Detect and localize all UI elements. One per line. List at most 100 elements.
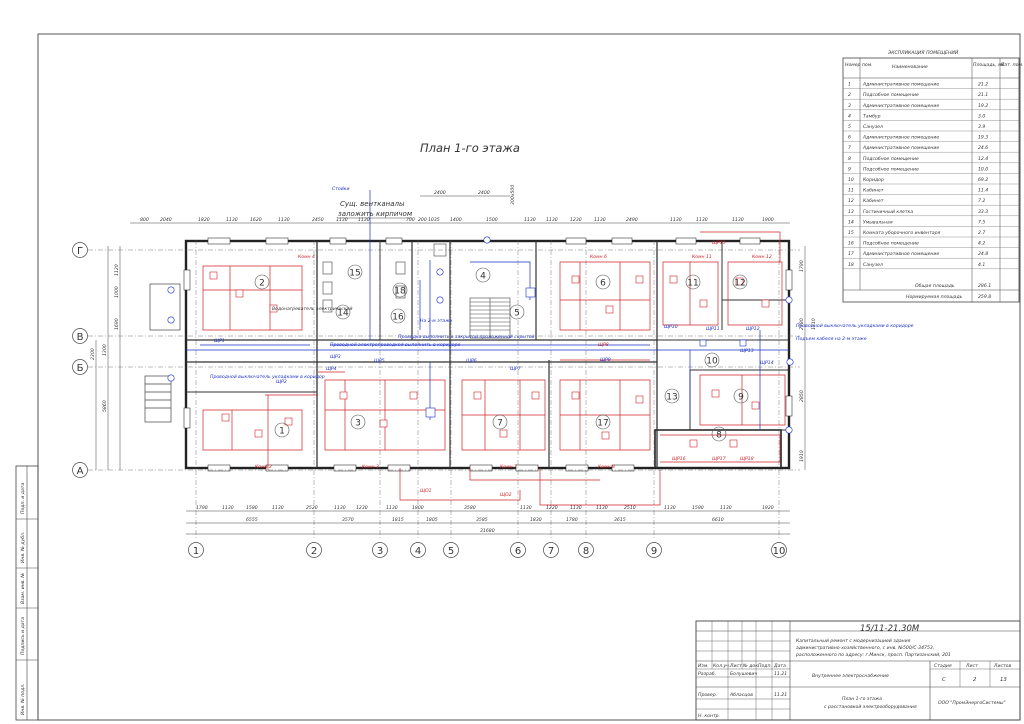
norm-label: Нормируемая площадь bbox=[906, 294, 963, 300]
room-number: 9 bbox=[738, 393, 744, 403]
dim: 2850 bbox=[799, 390, 805, 402]
axis-row-a: А bbox=[77, 466, 84, 477]
side-stamp-5: Подп. и дата bbox=[20, 483, 26, 514]
axis-col-5: 5 bbox=[448, 546, 454, 557]
room-label: Комн 4 bbox=[298, 254, 315, 260]
row-number: 1 bbox=[848, 82, 851, 88]
dim: 1805 bbox=[426, 517, 438, 523]
row-number: 4 bbox=[848, 113, 851, 119]
doc-code: 15/11-21.30М bbox=[860, 624, 920, 634]
norm-value: 259.8 bbox=[978, 294, 991, 300]
row-name: Административное помещение bbox=[862, 145, 939, 151]
axis-col-3: 3 bbox=[377, 546, 383, 557]
room-number: 6 bbox=[600, 279, 606, 289]
riser-label: Стойки bbox=[332, 186, 349, 192]
dim: 1900 bbox=[762, 217, 774, 223]
row-area: 3.0 bbox=[978, 113, 985, 119]
axis-col-7: 7 bbox=[548, 546, 554, 557]
room-number: 5 bbox=[514, 309, 520, 319]
row-name: Гостиничный клетка bbox=[863, 209, 913, 215]
row-area: 24.8 bbox=[978, 251, 988, 257]
row-number: 11 bbox=[848, 188, 854, 194]
dim: 2300 bbox=[90, 348, 96, 360]
row-number: 13 bbox=[848, 209, 854, 215]
dim: 31680 bbox=[480, 528, 495, 534]
power-wiring bbox=[202, 231, 786, 506]
room-label: Комн 2 bbox=[255, 464, 272, 470]
hdr-kol: Кол.уч. bbox=[713, 663, 730, 669]
row-area: 24.6 bbox=[978, 145, 988, 151]
row-name: Подсобное помещение bbox=[863, 156, 919, 162]
wiring-note-2: Проводной электропроводкой выполнить в к… bbox=[330, 342, 461, 348]
room-number: 10 bbox=[706, 357, 718, 367]
hdr-doc: № док. bbox=[742, 663, 759, 669]
panel-tag: ЩР6 bbox=[466, 358, 477, 364]
room-label: Комн 7 bbox=[500, 464, 517, 470]
panel-tag: ЩР18 bbox=[740, 456, 754, 462]
panel-tag: ЩР4 bbox=[326, 366, 337, 372]
dim: 1500 bbox=[486, 217, 498, 223]
panel-tag: ЩР1 bbox=[214, 338, 225, 344]
role-check: Провер. bbox=[698, 692, 717, 698]
row-area: 19.3 bbox=[978, 135, 988, 141]
sheets-label: Листов bbox=[993, 663, 1011, 669]
dim: 1130 bbox=[520, 505, 532, 511]
row-area: 33.3 bbox=[978, 209, 988, 215]
room-number: 11 bbox=[687, 279, 698, 289]
panel-tag: ЩР3 bbox=[330, 354, 341, 360]
dim: 1780 bbox=[566, 517, 578, 523]
stage-value: С bbox=[942, 677, 946, 683]
vent-note-2: заложить кирпичом bbox=[338, 210, 413, 218]
dim: 1815 bbox=[392, 517, 404, 523]
dim: 1130 bbox=[334, 505, 346, 511]
room-label: Комн 3 bbox=[362, 464, 379, 470]
row-number: 6 bbox=[848, 135, 851, 141]
role-norm: Н. контр. bbox=[698, 713, 720, 719]
corridor-note-1: Проводной выключатель укладками в коридо… bbox=[210, 374, 325, 380]
sheets-value: 13 bbox=[1000, 677, 1007, 683]
axis-col-10: 10 bbox=[773, 546, 786, 557]
row-name: Умывальная bbox=[863, 219, 893, 225]
row-name: Комната уборочного инвентаря bbox=[863, 230, 941, 236]
wiring-note-1: Проводка выполнить в закрытой проложенно… bbox=[398, 334, 535, 340]
room-label: Комн 12 bbox=[752, 254, 772, 260]
side-stamp-3: Взам. инв. № bbox=[20, 573, 26, 604]
row-number: 3 bbox=[848, 103, 851, 109]
room-number: 14 bbox=[337, 309, 349, 319]
dim: 1130 bbox=[336, 217, 348, 223]
col-header-number: Номер пом. bbox=[845, 62, 873, 68]
lighting-wiring bbox=[186, 190, 789, 430]
row-area: 12.4 bbox=[978, 156, 988, 162]
doc-description-2: административно-хозяйственного, с инв. №… bbox=[796, 645, 934, 651]
dims-side: 1120 1000 1690 1300 2300 5860 1790 2780 … bbox=[90, 260, 817, 462]
dims-bottom-rows: 1790 1130 1580 1130 2520 1130 1230 1130 … bbox=[196, 505, 774, 534]
room-number: 18 bbox=[394, 287, 406, 297]
role-dev-name: Болушевич bbox=[730, 671, 757, 677]
panel-tag: ЩР17 bbox=[712, 456, 726, 462]
row-number: 18 bbox=[848, 262, 854, 268]
corridor-note-2: Проводной выключатель укладками в коридо… bbox=[796, 323, 914, 329]
room-numbers: 2 1 3 15 14 16 4 5 7 6 17 11 12 13 10 9 … bbox=[254, 264, 749, 442]
row-name: Кабинет bbox=[863, 188, 884, 194]
dim: 5860 bbox=[102, 400, 108, 412]
room-number: 8 bbox=[716, 431, 722, 441]
dim: 1130 bbox=[358, 217, 370, 223]
row-name: Административное помещение bbox=[862, 103, 939, 109]
hdr-izm: Изм. bbox=[698, 663, 709, 669]
row-number: 9 bbox=[848, 166, 851, 172]
dimension-lines bbox=[95, 195, 806, 535]
tap-note: На 2-м этаже bbox=[420, 318, 452, 324]
dim: 3570 bbox=[342, 517, 354, 523]
room-number: 12 bbox=[734, 279, 745, 289]
role-dev: Разраб. bbox=[698, 671, 716, 677]
dim: 1910 bbox=[799, 450, 805, 462]
dim: 1130 bbox=[696, 217, 708, 223]
dim: 1130 bbox=[596, 505, 608, 511]
sheet-title-1: План 1-го этажа bbox=[842, 696, 882, 702]
axis-row-b: Б bbox=[77, 363, 84, 374]
row-name: Административное помещение bbox=[862, 135, 939, 141]
dim: 1690 bbox=[114, 318, 120, 330]
explication-title: ЭКСПЛИКАЦИЯ ПОМЕЩЕНИЙ bbox=[887, 49, 959, 56]
dim: 1920 bbox=[762, 505, 774, 511]
dim: 1300 bbox=[102, 344, 108, 356]
